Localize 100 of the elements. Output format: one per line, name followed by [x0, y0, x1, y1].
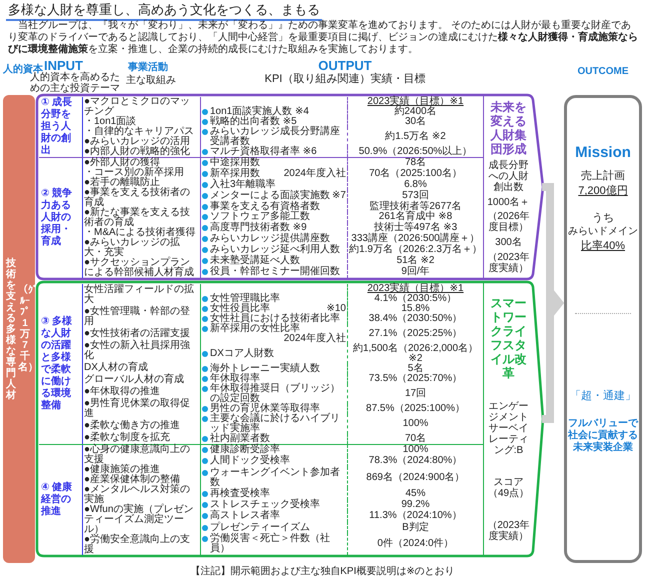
kpi-name: 健康診断受診率: [202, 445, 280, 456]
kpi-value: 78名: [404, 158, 426, 168]
theme-heading: ① 成長分野を担う人財の創出: [39, 96, 83, 156]
activity-item: 女性活躍フィールドの拡大: [84, 284, 195, 304]
outcome-text: 比率40%: [580, 240, 626, 253]
panel-text: スコア（49点）: [486, 477, 530, 500]
kpi-value: 50.9%（2026:50%以上）: [358, 146, 472, 156]
kpi-value: 333講座（2026:500講座＋）: [351, 234, 480, 244]
kpi-value: 73.5%（2025:70%）: [368, 374, 462, 384]
kpi-value: 6.8%: [404, 180, 427, 190]
kpi-value: 約1.9万名（2026:2.3万名＋）: [349, 245, 482, 256]
kpi-name: 新卒採用の女性比率: [202, 324, 300, 334]
kpi-name: 役員・幹部セミナー開催回数: [202, 267, 340, 278]
side-band: [3, 95, 35, 563]
kpi-name: 中途採用数: [202, 158, 260, 168]
panel-text: 300名: [495, 237, 522, 248]
kpi-value: 17回: [404, 388, 426, 398]
column-header: 事業活動: [128, 60, 168, 74]
activity-item: ●内部人財の戦略的強化: [84, 146, 192, 156]
activity-item: ●事業を支える技術者の育成: [84, 188, 192, 208]
kpi-name: ウォーキングイベント参加者数: [202, 468, 346, 488]
kpi-name: 高ストレス者率: [202, 511, 280, 522]
panel-text: エンゲージメントサーベイレーティング:B: [488, 400, 530, 456]
kpi-value: 5名: [408, 364, 424, 374]
kpi-name: 再検査受検率: [202, 488, 270, 499]
kpi-value: 約1,500名（2026:2,000名）: [352, 344, 478, 354]
merge-arrow: [542, 288, 564, 423]
kpi-name: 事業を支える有資格者数: [202, 202, 320, 212]
kpi-value: 4.1%（2030:5%）: [374, 294, 457, 304]
activity-item: ●柔軟な制度を拡充: [84, 432, 172, 442]
panel-text: （2026年度目標）: [486, 211, 531, 234]
kpi-name: 新卒採用数: [202, 168, 260, 179]
kpi-value: 0件（2024:0件）: [377, 538, 454, 549]
column-header: OUTPUT: [317, 58, 372, 73]
side-note: 2024年度入社: [284, 168, 346, 179]
kpi-name: 入社3年離職率: [202, 180, 276, 190]
kpi-name: 戦略的出向者数 ※5: [202, 116, 297, 126]
kpi-value: 70名: [404, 434, 426, 444]
kpi-name: 労働災害＜死亡＞件数（社員）: [202, 534, 346, 554]
column-header: 人的資本: [3, 62, 43, 75]
kpi-value: 27.1%（2025:25%）: [368, 328, 462, 338]
vertical-label: 技術を支える多様な専門人材: [6, 258, 16, 400]
kpi-name: 女性管理職比率: [202, 294, 280, 304]
theme-heading: ③ 多様な人財の活躍と多様で柔軟に働ける環境整備: [39, 284, 83, 444]
kpi-name: 人間ドック受検率: [202, 456, 290, 466]
kpi-value: 45%: [405, 488, 426, 499]
activity-item: ・コース別の新卒採用: [84, 168, 185, 178]
kpi-name: DXコア人財数: [202, 348, 274, 358]
kpi-name: みらいカレッジ成長分野講座受講者数: [202, 126, 346, 146]
outcome-text: フルバリューで社会に貢献する未来実装企業: [567, 418, 639, 454]
caption: 【注記】開示範囲および主な独自KPI概要説明は※のとおり: [189, 566, 456, 577]
kpi-value: 30名: [404, 116, 426, 126]
kpi-name: 未来塾受講延べ人数: [202, 256, 300, 266]
side-note: ※2: [408, 354, 422, 364]
activity-item: DX人材の育成: [84, 362, 149, 372]
kpi-name: 年休取得推奨日（ブリッジ）の設定回数: [202, 384, 346, 404]
intro-paragraph: 当社グループは、『我々が「変わり」、未来が「変わる」』ための事業変革を進めております。 そのためには人財が最も重要な財産であり変革のドライバーであると認識しており、「人間中心経営」を最重要項目に掲げ、ビジョンの達成にむけた様々な人財獲得・育成施策ならびに環境整備施策を立案・推進し、企業の持続的成長にむけた取組みを実施しております。: [8, 20, 639, 56]
kpi-name: ソフトウェア多能工数: [202, 212, 310, 222]
activity-item: ●柔軟な働き方の推進: [84, 420, 182, 430]
activity-item: ●女性技術者の活躍支援: [84, 328, 192, 338]
side-note: ※7: [332, 190, 346, 201]
kpi-value: 100%: [402, 445, 428, 456]
kpi-name: 高度専門技術者数 ※9: [202, 223, 307, 234]
kpi-name: みらいカレッジ延べ利用人数: [202, 245, 340, 256]
kpi-name: 1on1面談実施人数 ※4: [202, 106, 309, 116]
activity-item: ●外部人財の獲得: [84, 158, 160, 168]
kpi-value: 約2400名: [394, 106, 437, 116]
activity-item: ●Wfunの実施（プレゼンティーイズム測定ツール）: [84, 504, 194, 534]
activity-item: ●健康施策の推進: [84, 464, 160, 474]
kpi-name: 女性社員における技術者比率: [202, 314, 340, 324]
kpi-name: 社内副業者数: [202, 434, 270, 444]
panel-text: 成長分野への人財創出数: [488, 160, 530, 193]
kpi-value: 15.8%: [401, 304, 430, 314]
activity-item: ●みらいカレッジの拡大・充実: [84, 238, 182, 258]
panel-heading: 未来を変える人財集団形成: [490, 100, 528, 156]
activity-item: ●みらいカレッジの活用: [84, 136, 192, 146]
activity-item: ●女性の新入社員採用強化: [84, 340, 192, 360]
outcome-text: うち: [591, 212, 615, 225]
side-note: 2024年度入社: [284, 334, 346, 344]
kpi-value: 100%: [402, 418, 428, 428]
outcome-panel: [564, 95, 642, 563]
outcome-text: 「超・通建」: [569, 390, 637, 403]
column-header: OUTCOME: [576, 66, 630, 77]
kpi-value: 51名 ※2: [396, 256, 434, 266]
kpi-name: 女性役員比率: [202, 304, 270, 314]
activity-item: ・M&Aによる技術者獲得: [84, 228, 197, 238]
activity-item: ●新たな事業を支える技術者の育成: [84, 208, 190, 228]
kpi-name: 海外トレーニー実績人数: [202, 364, 320, 374]
value-header: 2023実績（目標）※1: [367, 284, 464, 294]
kpi-value: 11.3%（2024:10%）: [369, 511, 462, 522]
activity-item: ・1on1面談: [84, 116, 138, 126]
kpi-name: 年休取得率: [202, 374, 260, 384]
kpi-value: 261名育成中 ※8: [378, 212, 452, 222]
panel-text: （2023年度実績）: [486, 252, 531, 274]
column-header: INPUT: [44, 58, 83, 73]
column-subheader: KPI（取り組み関連）実績・目標: [264, 74, 426, 84]
mission-heading: Mission: [574, 144, 632, 161]
outcome-text: みらいドメイン: [567, 226, 639, 238]
panel-heading: スマートワークライフスタイル改革: [490, 296, 528, 380]
value-header: 2023実績（目標）※1: [367, 96, 464, 106]
